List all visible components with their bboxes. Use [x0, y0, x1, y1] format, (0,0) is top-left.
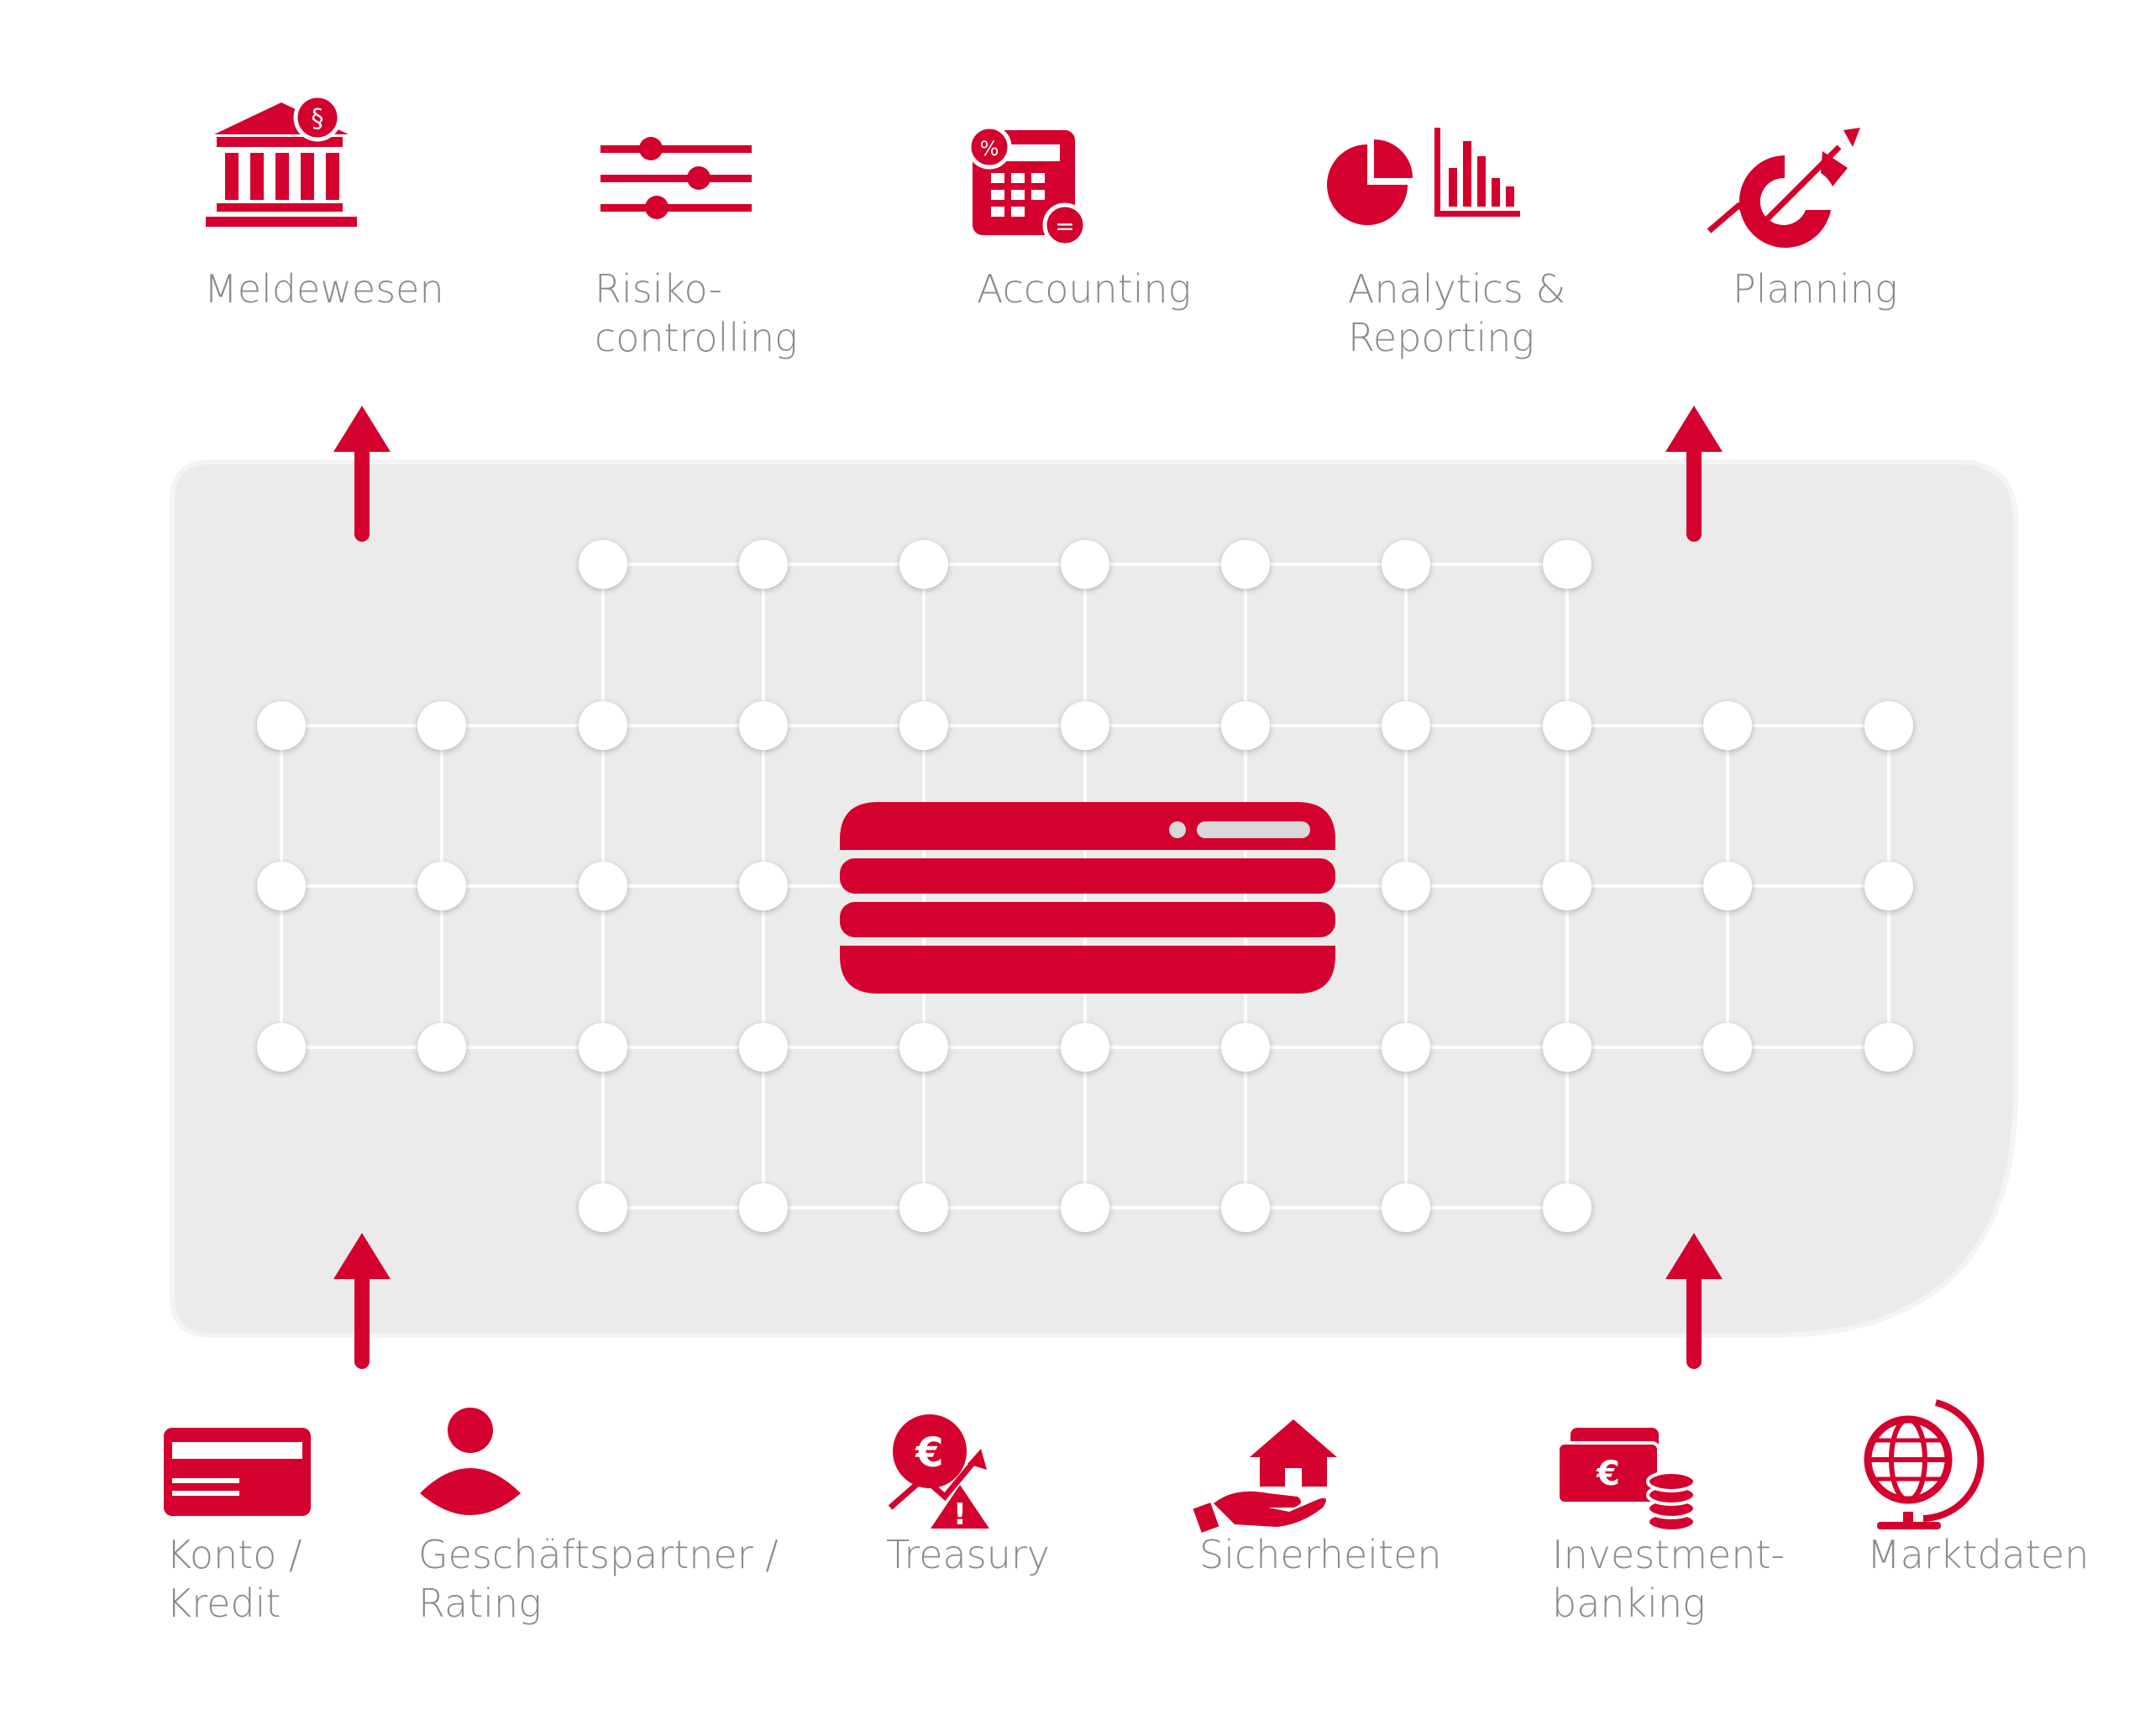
- grid-node: [1703, 862, 1752, 910]
- grid-node: [1543, 862, 1592, 910]
- grid-node: [1061, 540, 1109, 589]
- arrow-up-top-left: [333, 406, 391, 542]
- grid-node: [1061, 1183, 1109, 1232]
- grid-node: [1382, 540, 1430, 589]
- grid-node: [1061, 701, 1109, 750]
- grid-node: [1382, 1183, 1430, 1232]
- grid-node: [739, 1183, 788, 1232]
- grid-node: [739, 862, 788, 910]
- grid-node: [579, 1183, 627, 1232]
- grid-node: [1061, 1023, 1109, 1072]
- grid-node: [899, 1023, 948, 1072]
- grid-node: [899, 540, 948, 589]
- svg-text:€: €: [915, 1429, 943, 1476]
- target-label-planning: Planning: [1733, 266, 1898, 312]
- svg-text:€: €: [1596, 1455, 1620, 1493]
- grid-node: [1221, 1183, 1270, 1232]
- svg-text:§: §: [312, 104, 324, 134]
- grid-node: [1543, 540, 1592, 589]
- grid-node: [1221, 1023, 1270, 1072]
- source-label-marktdaten: Marktdaten: [1867, 1532, 2090, 1577]
- grid-node: [1864, 862, 1913, 910]
- source-label-investmentbanking: Investment-banking: [1552, 1532, 1786, 1626]
- target-label-analytics-reporting: Analytics &Reporting: [1348, 266, 1566, 360]
- grid-node: [739, 701, 788, 750]
- grid-node: [1543, 701, 1592, 750]
- grid-node: [899, 1183, 948, 1232]
- charts-icon: [1327, 128, 1520, 225]
- credit-card-icon: [164, 1428, 311, 1516]
- grid-node: [1382, 862, 1430, 910]
- arrow-up-bottom-right: [1665, 1233, 1723, 1369]
- grid-node: [417, 1023, 466, 1072]
- globe-icon: [1864, 1399, 1985, 1529]
- grid-node: [1382, 701, 1430, 750]
- grid-node: [579, 862, 627, 910]
- source-label-sicherheiten: Sicherheiten: [1199, 1532, 1442, 1577]
- grid-node: [417, 701, 466, 750]
- source-label-konto-kredit: Konto /Kredit: [166, 1532, 302, 1626]
- grid-node: [257, 701, 306, 750]
- growth-chart-icon: [1707, 128, 1860, 248]
- svg-text:%: %: [980, 137, 999, 160]
- grid-node: [579, 701, 627, 750]
- grid-node: [1864, 701, 1913, 750]
- central-platform-panel: [170, 459, 2018, 1338]
- grid-node: [257, 862, 306, 910]
- grid-node: [739, 540, 788, 589]
- grid-node: [257, 1023, 306, 1072]
- arrow-up-top-right: [1665, 406, 1723, 542]
- grid-node: [417, 862, 466, 910]
- svg-text:=: =: [1055, 212, 1074, 240]
- grid-node: [1382, 1023, 1430, 1072]
- sliders-icon: [600, 137, 752, 219]
- network-grid-nodes: [257, 540, 1913, 1232]
- grid-node: [899, 701, 948, 750]
- source-label-geschaeftspartner-rating: Geschäftspartner /Rating: [418, 1532, 779, 1626]
- grid-node: [1703, 701, 1752, 750]
- target-label-meldewesen: Meldewesen: [204, 266, 444, 312]
- money-coins-icon: €: [1556, 1428, 1696, 1533]
- database-server-icon: [840, 802, 1335, 994]
- calculator-icon: % =: [967, 124, 1088, 248]
- grid-node: [1543, 1023, 1592, 1072]
- grid-node: [1221, 701, 1270, 750]
- person-icon: [420, 1408, 521, 1515]
- arrow-up-bottom-left: [333, 1233, 391, 1369]
- grid-node: [1221, 540, 1270, 589]
- house-hand-icon: [1193, 1419, 1337, 1533]
- target-label-risikocontrolling: Risiko-controlling: [595, 266, 798, 360]
- source-label-treasury: Treasury: [886, 1532, 1050, 1577]
- grid-node: [1864, 1023, 1913, 1072]
- grid-node: [1543, 1183, 1592, 1232]
- target-label-accounting: Accounting: [977, 266, 1192, 312]
- euro-risk-icon: € !: [888, 1414, 989, 1532]
- grid-node: [579, 540, 627, 589]
- grid-node: [1703, 1023, 1752, 1072]
- bank-icon: §: [206, 93, 357, 227]
- grid-node: [739, 1023, 788, 1072]
- grid-node: [579, 1023, 627, 1072]
- svg-text:!: !: [953, 1497, 967, 1532]
